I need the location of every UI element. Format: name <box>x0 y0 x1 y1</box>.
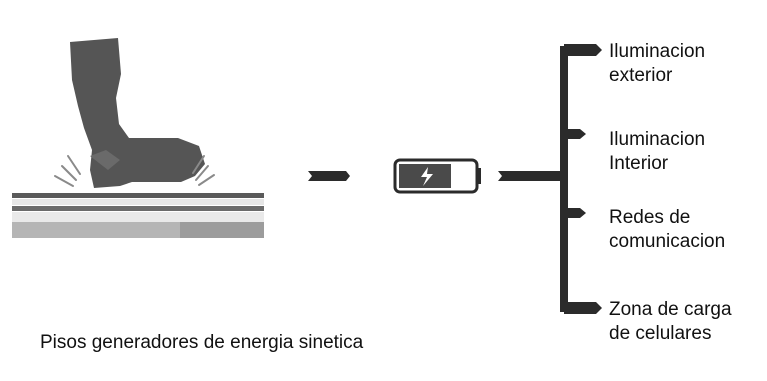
output-label-line: Zona de carga <box>609 299 732 320</box>
output-label-interior-lighting: Iluminacion Interior <box>609 128 705 176</box>
floor-tile-icon <box>12 193 264 238</box>
output-label-line: comunicacion <box>609 231 726 252</box>
output-label-line: Iluminacion <box>609 129 706 150</box>
foot-icon <box>70 38 205 188</box>
output-label-line: Interior <box>609 153 669 174</box>
battery-icon <box>393 158 481 194</box>
distribution-trunk <box>560 46 568 312</box>
branch-arrows <box>564 44 602 314</box>
output-label-line: Iluminacion <box>609 41 706 62</box>
output-label-exterior-lighting: Iluminacion exterior <box>609 40 705 88</box>
impact-lines <box>54 155 215 187</box>
arrow-to-distribution <box>498 171 560 181</box>
output-label-line: de celulares <box>609 323 712 344</box>
output-label-line: Redes de <box>609 207 691 228</box>
arrow-to-battery <box>308 171 350 181</box>
output-label-line: exterior <box>609 65 673 86</box>
lightning-icon <box>421 167 433 186</box>
diagram-caption: Pisos generadores de energia sinetica <box>40 332 364 353</box>
output-label-communication-networks: Redes de comunicacion <box>609 206 725 254</box>
output-label-phone-charging: Zona de carga de celulares <box>609 298 732 346</box>
